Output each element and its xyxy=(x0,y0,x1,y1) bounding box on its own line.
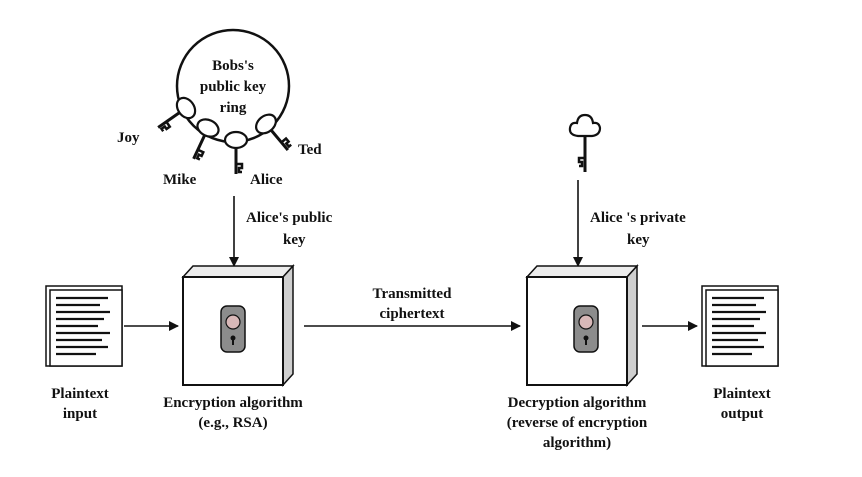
channel-label-line1: Transmitted xyxy=(373,286,453,302)
decryption-label-line2: (reverse of encryption xyxy=(507,415,648,431)
plaintext-input-label-line1: Plaintext xyxy=(51,386,109,402)
public-key-label-line2: key xyxy=(283,232,306,248)
encryption-lock-icon xyxy=(220,305,246,353)
plaintext-input-label-line2: input xyxy=(63,406,97,422)
decryption-box xyxy=(525,264,639,387)
public-key-ring: Bobs's public key ring Joy Mike Al xyxy=(117,28,322,188)
key-name-joy: Joy xyxy=(117,130,140,146)
plaintext-output-label-line1: Plaintext xyxy=(713,386,771,402)
plaintext-input-document-icon xyxy=(45,285,123,367)
key-name-ted: Ted xyxy=(298,142,322,158)
encryption-box xyxy=(181,264,295,387)
plaintext-output-label-line2: output xyxy=(721,406,764,422)
ring-label-line2: public key xyxy=(200,79,267,95)
key-name-alice: Alice xyxy=(250,172,283,188)
private-key-label-line1: Alice 's private xyxy=(590,210,686,226)
decryption-label-line3: algorithm) xyxy=(543,435,611,451)
key-name-mike: Mike xyxy=(163,172,197,188)
encryption-label-line2: (e.g., RSA) xyxy=(198,415,267,431)
encryption-label-line1: Encryption algorithm xyxy=(163,395,303,411)
ring-label-line3: ring xyxy=(220,100,247,116)
mike-key-icon xyxy=(192,118,220,161)
private-key-icon xyxy=(568,113,602,172)
ted-key-icon xyxy=(255,113,292,152)
joy-key-icon xyxy=(157,96,197,132)
decryption-label-line1: Decryption algorithm xyxy=(508,395,647,411)
channel-label-line2: ciphertext xyxy=(380,306,445,322)
plaintext-output-document-icon xyxy=(701,285,779,367)
public-key-label-line1: Alice's public xyxy=(246,210,333,226)
decryption-lock-icon xyxy=(573,305,599,353)
ring-label-line1: Bobs's xyxy=(212,58,254,74)
alice-key-icon xyxy=(223,130,249,174)
private-key-label-line2: key xyxy=(627,232,650,248)
